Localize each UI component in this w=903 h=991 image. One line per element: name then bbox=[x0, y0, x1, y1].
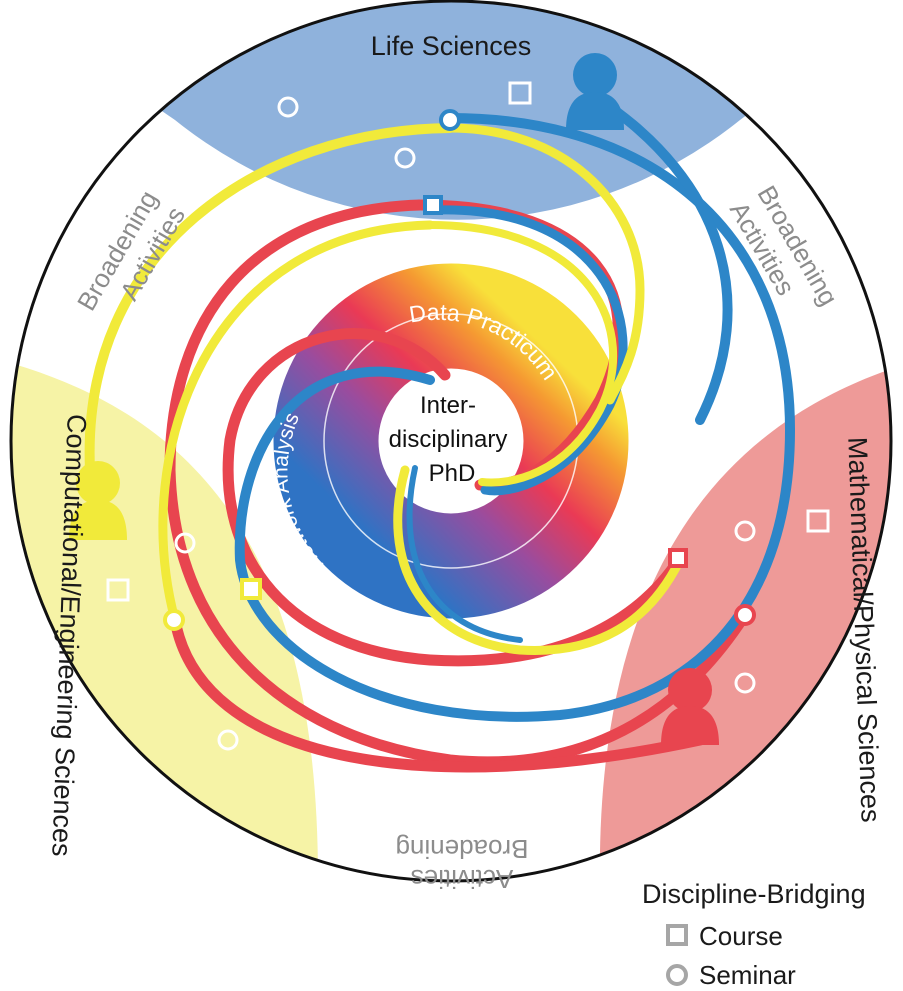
yellow-path-arc bbox=[445, 123, 645, 405]
legend-title: Discipline-Bridging bbox=[642, 879, 866, 909]
seminar-circle-icon bbox=[277, 96, 299, 118]
legend-seminar-label: Seminar bbox=[699, 960, 796, 990]
blue-path-outer bbox=[234, 113, 796, 722]
center-line2: disciplinary bbox=[389, 426, 508, 453]
course-square-icon bbox=[668, 548, 688, 568]
blue-path-person bbox=[595, 95, 733, 425]
yellow-path-left bbox=[158, 220, 435, 625]
person-blue-icon bbox=[566, 53, 624, 130]
course-square-icon bbox=[508, 81, 532, 105]
course-square-icon bbox=[240, 578, 262, 600]
seminar-circle-icon bbox=[174, 532, 196, 554]
course-square-icon bbox=[106, 578, 130, 602]
seminar-circle-icon bbox=[734, 604, 756, 626]
center-line3: PhD bbox=[429, 460, 476, 487]
legend: Discipline-Bridging Course Seminar bbox=[642, 879, 866, 990]
broadening-bottom-line1: Broadening bbox=[396, 834, 529, 864]
person-yellow-icon bbox=[69, 461, 127, 540]
person-red-icon bbox=[661, 668, 719, 745]
seminar-circle-icon bbox=[734, 520, 756, 542]
seminar-circle-icon bbox=[217, 729, 239, 751]
course-markers bbox=[106, 81, 830, 602]
legend-seminar-icon bbox=[666, 964, 688, 986]
course-square-icon bbox=[423, 195, 443, 215]
spiral-paths bbox=[84, 95, 796, 773]
legend-course-label: Course bbox=[699, 921, 783, 951]
broadening-bottom-line2: Activities bbox=[411, 864, 514, 894]
seminar-circle-icon bbox=[394, 147, 416, 169]
yellow-path-center bbox=[393, 465, 685, 655]
seminar-circle-icon bbox=[734, 672, 756, 694]
course-square-icon bbox=[806, 509, 830, 533]
seminar-circle-icon bbox=[439, 109, 461, 131]
red-path-outer bbox=[164, 199, 751, 768]
outer-border bbox=[9, 0, 893, 883]
yellow-path-inner bbox=[426, 221, 618, 487]
blue-path-center bbox=[406, 465, 523, 643]
broadening-bottom: Broadening Activities bbox=[396, 834, 529, 894]
yellow-path-outer bbox=[84, 123, 455, 475]
red-path-middle bbox=[222, 328, 686, 667]
red-path-lower bbox=[169, 614, 706, 773]
legend-course-icon bbox=[666, 924, 688, 946]
label-life-sciences: Life Sciences bbox=[371, 31, 532, 61]
center-line1: Inter- bbox=[420, 392, 476, 419]
seminar-circle-icon bbox=[163, 609, 185, 631]
seminar-markers bbox=[163, 96, 756, 751]
